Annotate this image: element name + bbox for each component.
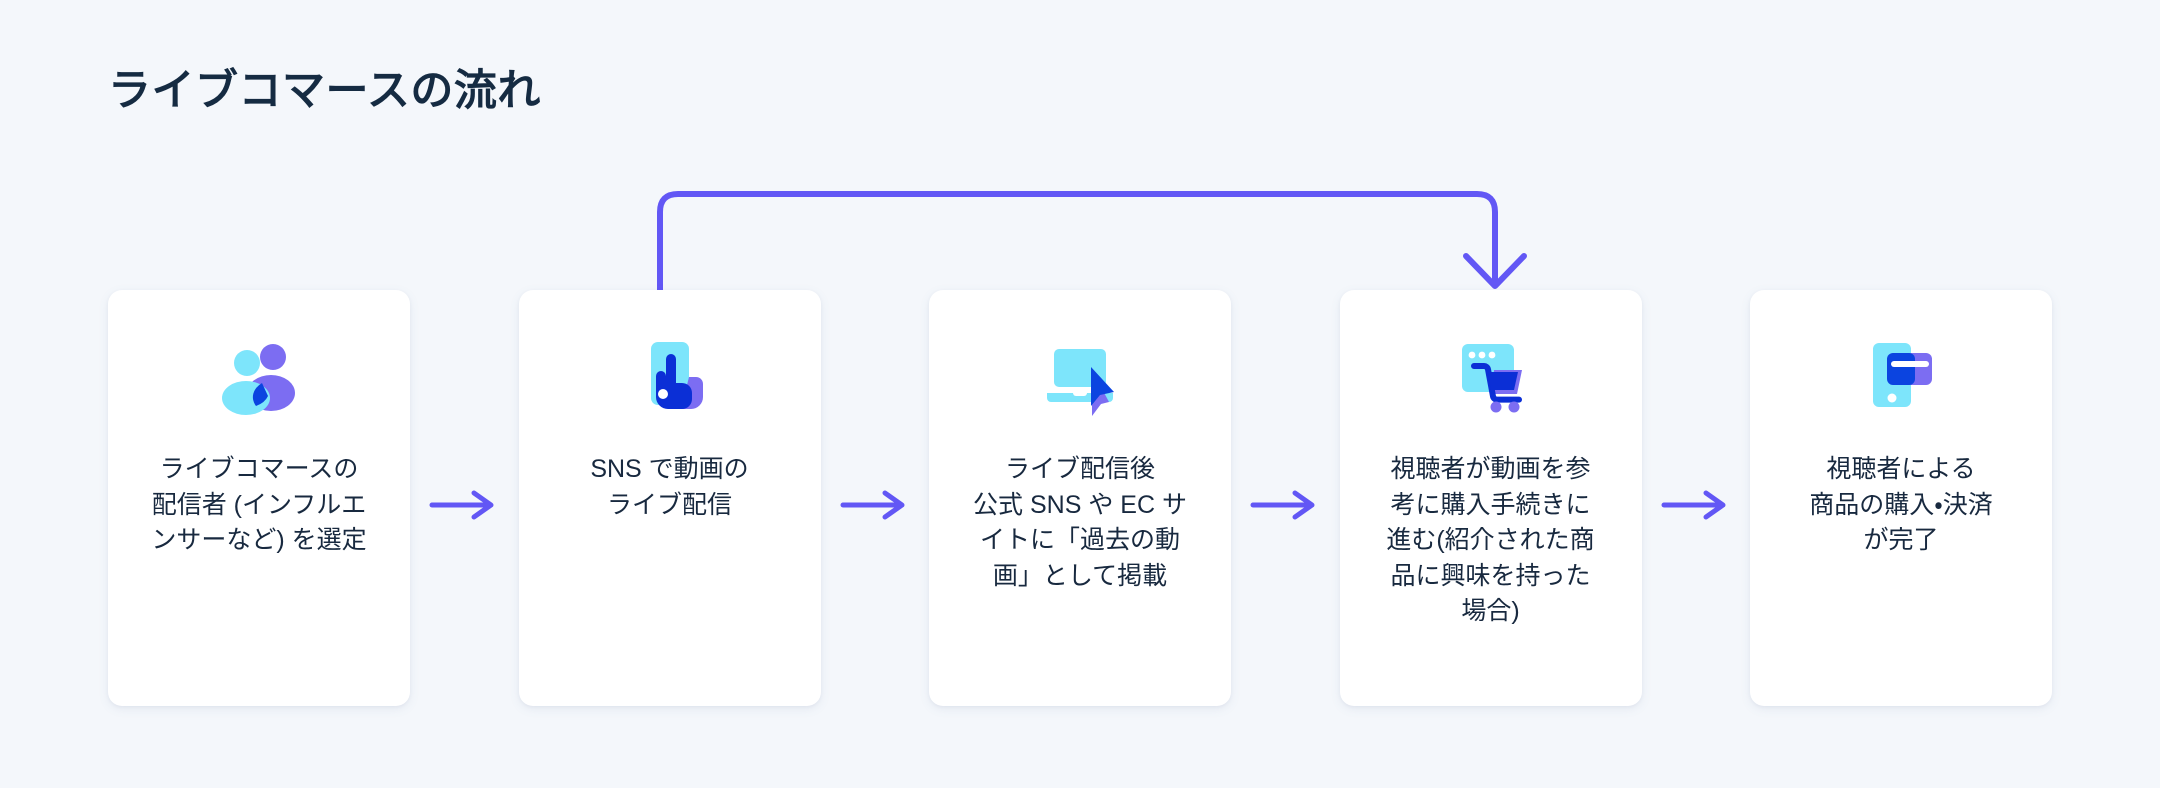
- step-card-5-label: 視聴者による 商品の購入・決済 が完了: [1809, 455, 1993, 554]
- loop-arrow-card2-to-card4: [657, 191, 1527, 298]
- phone-tap-icon: [650, 342, 703, 409]
- steps-row: ライブコマースの 配信者 (インフルエ ンサーなど) を選定 SNS で動画の …: [108, 290, 2052, 706]
- step-card-4-label: 視聴者が動画を参 考に購入手続きに 進む(紹介された商 品に興味を持った 場合): [1386, 455, 1595, 625]
- connector-arrow-4: [1653, 290, 1739, 706]
- page-title: ライブコマースの流れ: [108, 67, 541, 115]
- two-people-icon: [222, 344, 295, 415]
- laptop-cursor-icon: [1047, 349, 1114, 416]
- step-card-4[interactable]: 視聴者が動画を参 考に購入手続きに 進む(紹介された商 品に興味を持った 場合): [1339, 290, 1642, 706]
- step-card-5[interactable]: 視聴者による 商品の購入・決済 が完了: [1750, 290, 2052, 706]
- connector-arrow-1: [421, 290, 507, 706]
- step-card-3[interactable]: ライブ配信後 公式 SNS や EC サ イトに「過去の動 画」として掲載: [929, 290, 1231, 706]
- connector-arrow-3: [1242, 290, 1328, 706]
- step-card-2[interactable]: SNS で動画の ライブ配信: [518, 290, 821, 706]
- browser-cart-icon: [1461, 344, 1522, 413]
- step-card-1[interactable]: ライブコマースの 配信者 (インフルエ ンサーなど) を選定: [108, 290, 410, 706]
- phone-card-icon: [1873, 343, 1932, 407]
- step-card-2-label: SNS で動画の ライブ配信: [590, 455, 749, 519]
- step-card-1-label: ライブコマースの 配信者 (インフルエ ンサーなど) を選定: [151, 455, 367, 554]
- step-card-3-label: ライブ配信後 公式 SNS や EC サ イトに「過去の動 画」として掲載: [973, 455, 1187, 590]
- connector-arrow-2: [832, 290, 918, 706]
